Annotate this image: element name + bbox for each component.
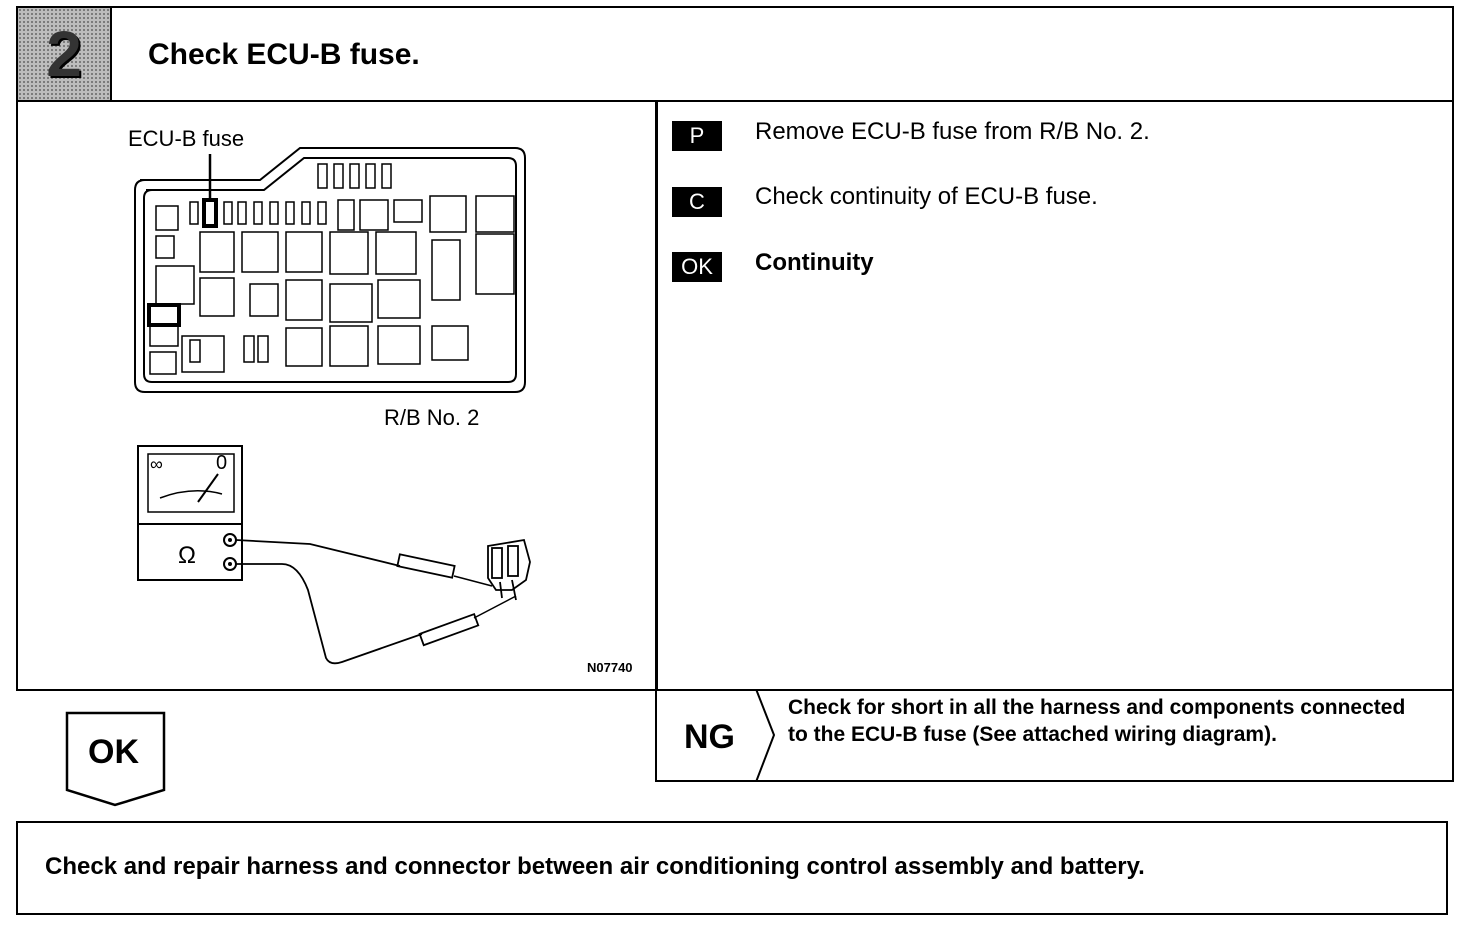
ng-label: NG [684, 718, 735, 756]
ng-arrow [755, 689, 776, 782]
relay-block-diagram [134, 147, 526, 393]
meter-infinity-symbol: ∞ [150, 454, 163, 474]
meter-zero-symbol: 0 [216, 452, 228, 474]
step-title: Check ECU-B fuse. [148, 38, 420, 71]
ok-label: OK [88, 733, 139, 771]
highlighted-component [147, 303, 181, 327]
relay-block-label: R/B No. 2 [384, 405, 480, 430]
ok-tag: OK [672, 252, 722, 282]
procedure-tag: P [672, 121, 722, 151]
ok-action-box [16, 821, 1448, 915]
ng-result-box [655, 689, 1454, 782]
ng-action-text: Check for short in all the harness and c… [788, 696, 1406, 746]
procedure-text: Remove ECU-B fuse from R/B No. 2. [755, 118, 1150, 145]
check-tag: C [672, 187, 722, 217]
ok-action-text: Check and repair harness and connector b… [45, 853, 1145, 880]
step-number: 2 [46, 18, 82, 90]
ok-result-text: Continuity [755, 249, 874, 276]
figure-code: N07740 [587, 660, 633, 675]
check-text: Check continuity of ECU-B fuse. [755, 183, 1098, 210]
step-number-badge: 2 [18, 8, 112, 100]
illustration-panel [16, 100, 658, 691]
fuse-label: ECU-B fuse [128, 126, 245, 151]
ohmmeter-diagram [137, 445, 531, 665]
ecu-b-fuse-marker [202, 198, 218, 228]
ok-arrow-shape [65, 711, 166, 807]
meter-omega-symbol: Ω [178, 542, 196, 569]
